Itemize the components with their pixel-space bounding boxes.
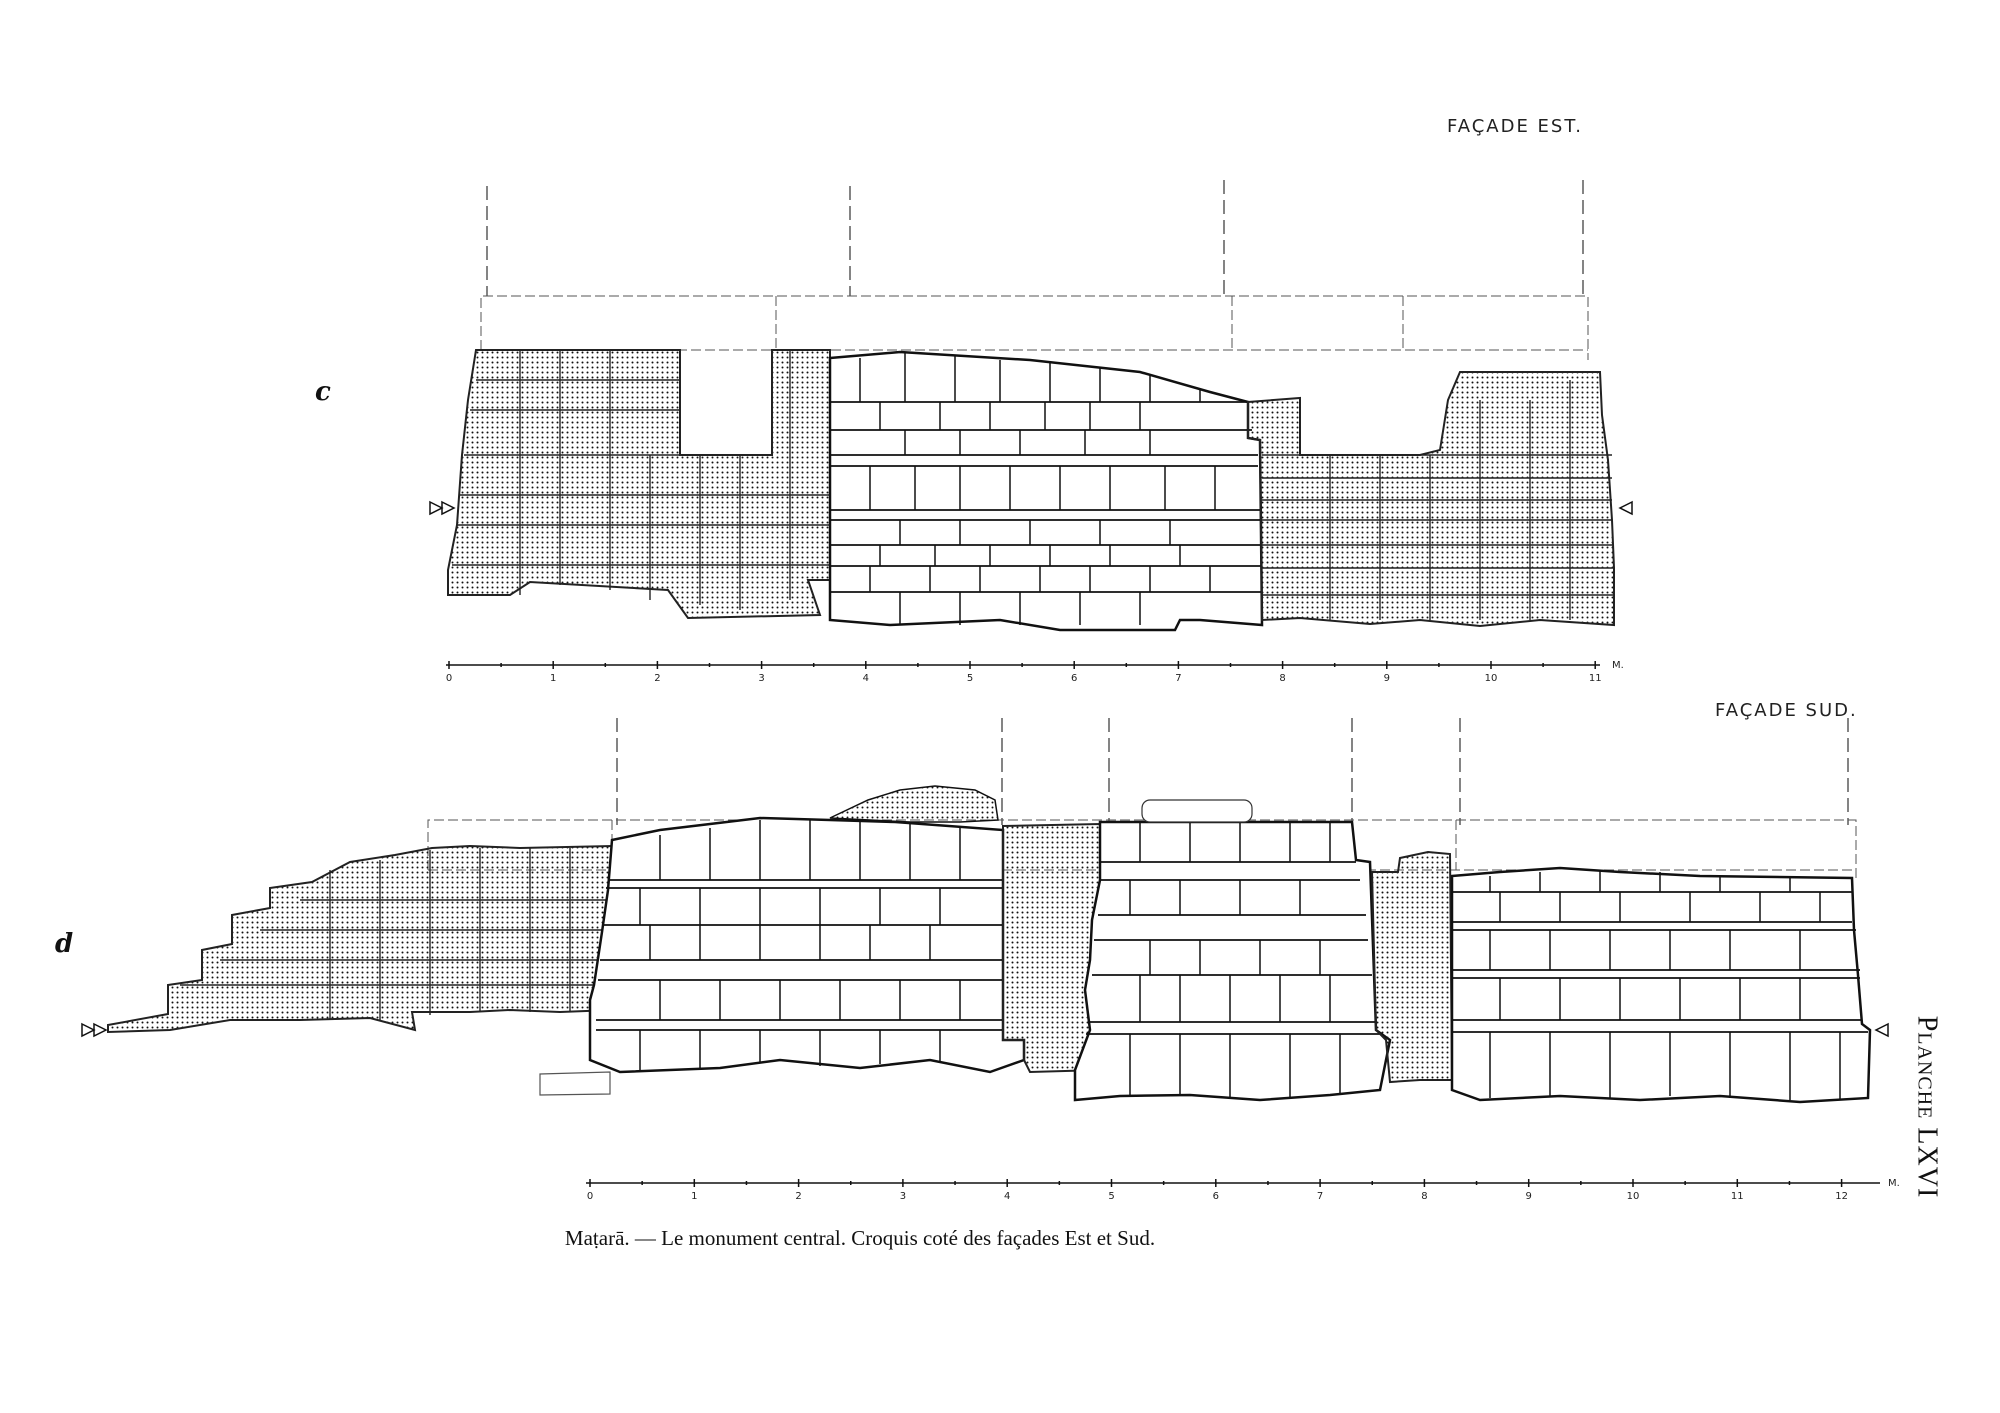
facade-est-figure: FAÇADE EST. c <box>315 116 1633 684</box>
facade-sud-top-slab-outline <box>1141 799 1253 823</box>
facade-sud-ashlar-block-3-courses <box>1452 891 1868 1033</box>
facade-sud-reference-lines <box>616 718 1849 825</box>
scale-tick-label: 8 <box>1279 673 1285 684</box>
scale-tick-label: 2 <box>654 673 660 684</box>
facade-est-central-ashlar <box>828 350 1264 632</box>
facade-sud-left-rubble <box>107 844 613 1034</box>
facade-sud-rubble-pier-1 <box>1002 822 1101 1074</box>
facade-sud-ashlar-block-2-courses <box>1086 861 1380 1035</box>
facade-sud-left-rubble-course-lines <box>180 848 612 1020</box>
scale-tick-label: 9 <box>1384 673 1390 684</box>
scale-tick-label: 7 <box>1317 1191 1323 1202</box>
facade-sud-ashlar-block-2 <box>1073 820 1392 1102</box>
facade-sud-ashlar-block-3 <box>1450 866 1872 1104</box>
plate-label-container: Planche LXVI <box>1906 1002 1946 1212</box>
scale-tick-label: 0 <box>446 673 452 684</box>
figure-c-label: c <box>315 377 331 407</box>
scale-tick-label: 10 <box>1627 1191 1640 1202</box>
plate-label: Planche LXVI <box>1911 1015 1943 1199</box>
scale-tick-label: 5 <box>1108 1191 1114 1202</box>
scale-tick-label: 10 <box>1485 673 1498 684</box>
scale-tick-label: 4 <box>1004 1191 1010 1202</box>
facade-est-scale-bar: 0 1 2 3 4 5 6 7 8 9 10 11 <box>446 661 1602 684</box>
scale-tick-label: 9 <box>1526 1191 1532 1202</box>
scale-tick-label: 11 <box>1589 673 1602 684</box>
facade-sud-figure: FAÇADE SUD. d <box>55 700 1900 1202</box>
scale-tick-label: 11 <box>1731 1191 1744 1202</box>
facade-est-title: FAÇADE EST. <box>1447 116 1583 137</box>
facade-est-right-rubble <box>1247 371 1615 628</box>
facade-sud-ashlar-block-3-stones <box>1489 870 1841 1100</box>
scale-tick-label: 7 <box>1175 673 1181 684</box>
scale-tick-label: 12 <box>1835 1191 1848 1202</box>
facade-sud-ashlar-block-2-stones <box>1129 822 1341 1098</box>
scale-tick-label: 6 <box>1071 673 1077 684</box>
scale-tick-label: 2 <box>795 1191 801 1202</box>
facade-sud-fallen-fragment <box>829 785 999 823</box>
facade-est-right-rubble-course-lines <box>1262 380 1614 620</box>
figure-d-label: d <box>55 929 73 959</box>
facade-est-scale-unit: M. <box>1612 660 1624 671</box>
scale-tick-label: 0 <box>587 1191 593 1202</box>
facade-est-reference-lines <box>486 180 1584 296</box>
facade-est-level-markers <box>429 500 1633 516</box>
scale-tick-label: 8 <box>1421 1191 1427 1202</box>
scale-tick-label: 6 <box>1213 1191 1219 1202</box>
facade-sud-ashlar-block-1-courses <box>596 879 1003 1031</box>
scale-tick-label: 1 <box>550 673 556 684</box>
scale-tick-label: 3 <box>900 1191 906 1202</box>
facade-est-central-stones <box>859 352 1216 625</box>
scale-tick-label: 4 <box>863 673 869 684</box>
scale-tick-label: 3 <box>758 673 764 684</box>
facade-sud-scale-unit: M. <box>1888 1178 1900 1189</box>
facade-sud-title: FAÇADE SUD. <box>1715 700 1858 721</box>
plate-caption: Maṭarā. — Le monument central. Croquis c… <box>564 1226 1156 1250</box>
facade-sud-ashlar-block-1-stones <box>639 820 961 1070</box>
facade-est-central-ashlar-courses <box>830 401 1262 593</box>
facade-sud-ashlar-block-1 <box>588 816 1026 1074</box>
scale-tick-label: 1 <box>691 1191 697 1202</box>
facade-sud-base-outline <box>539 1071 611 1096</box>
facade-est-left-rubble <box>447 349 831 620</box>
scale-tick-label: 5 <box>967 673 973 684</box>
facade-sud-level-markers <box>81 1022 1889 1038</box>
facade-est-left-rubble-course-lines <box>452 350 830 610</box>
